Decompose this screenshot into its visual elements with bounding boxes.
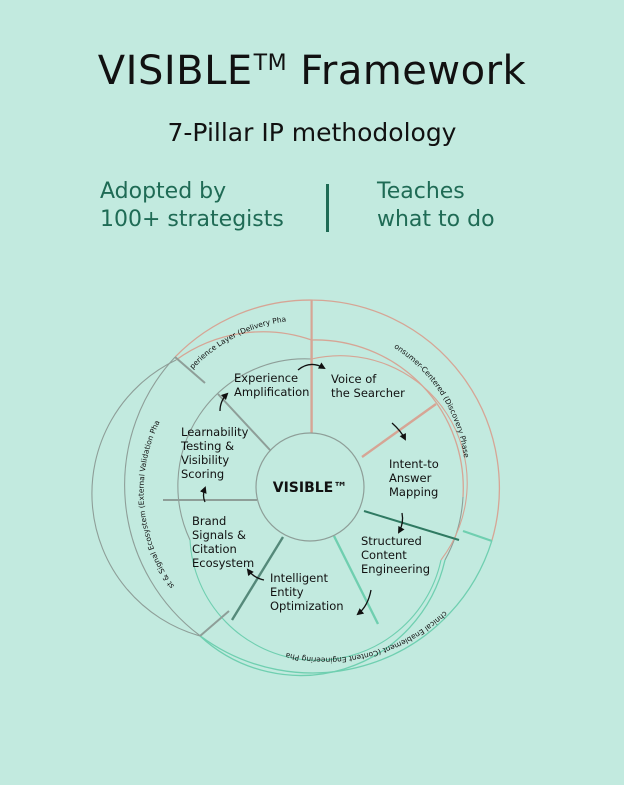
middle-ring-arc-top-left xyxy=(175,331,312,361)
stat-teaches: Teaches what to do xyxy=(377,178,495,234)
inner-ring-arc-upper-right xyxy=(311,355,468,561)
page-subtitle: 7-Pillar IP methodology xyxy=(167,118,457,147)
flow-arrow-6 xyxy=(199,486,207,503)
stat-teaches-line2: what to do xyxy=(377,207,495,232)
pillar-divider-7 xyxy=(217,393,271,451)
stat-adoption-line1: Adopted by xyxy=(100,179,227,204)
flow-arrow-3 xyxy=(398,512,405,534)
phase-divider-right xyxy=(462,529,493,543)
inner-ring-arc-bottom xyxy=(189,539,442,661)
title-suffix: Framework xyxy=(300,48,527,94)
stat-teaches-line1: Teaches xyxy=(377,179,465,204)
inner-ring-arc-left xyxy=(177,358,312,541)
flow-arrow-2 xyxy=(391,422,406,441)
title-text: VISIBLE xyxy=(97,48,253,94)
pillar-structured-content: Structured Content Engineering xyxy=(361,534,430,576)
center-label: VISIBLE™ xyxy=(273,480,348,496)
flow-arrow-4 xyxy=(356,589,372,616)
middle-ring-arc-bottom xyxy=(199,559,446,677)
pillar-experience-amplification: Experience Amplification xyxy=(234,371,309,399)
outer-ring-arc-top-left xyxy=(174,299,314,358)
phase-label-trust-signal: Trust & Signal Ecosystem (External Valid… xyxy=(0,0,176,590)
phase-label-experience-layer: Experience Layer (Delivery Phase) xyxy=(0,0,287,371)
pillar-voice-of-searcher: Voice of the Searcher xyxy=(331,372,405,400)
pillar-intent-to-answer: Intent-to Answer Mapping xyxy=(389,457,442,499)
pillar-brand-signals: Brand Signals & Citation Ecosystem xyxy=(192,514,254,570)
center-circle xyxy=(255,432,365,542)
middle-ring-arc-left xyxy=(91,359,201,637)
stat-adoption-line2: 100+ strategists xyxy=(100,207,284,232)
middle-ring-arc-lower-right xyxy=(444,496,464,561)
pillar-divider-3 xyxy=(363,510,460,541)
trademark-mark: TM xyxy=(253,51,288,76)
stat-adoption: Adopted by 100+ strategists xyxy=(100,178,284,234)
flow-arrow-5 xyxy=(246,568,265,581)
page-title: VISIBLETM Framework xyxy=(0,48,624,94)
phase-divider-top-left xyxy=(174,356,206,384)
flow-arrow-7 xyxy=(219,392,229,412)
pillar-learnability-testing: Learnability Testing & Visibility Scorin… xyxy=(180,425,252,481)
outer-ring-arc-upper-right xyxy=(313,299,501,542)
outer-ring-arc-left xyxy=(124,356,201,637)
stats-divider xyxy=(326,184,329,232)
phase-divider-bottom-left xyxy=(199,610,230,637)
pillar-divider-4 xyxy=(332,535,380,625)
pillar-entity-optimization: Intelligent Entity Optimization xyxy=(270,571,344,613)
outer-ring-arc-bottom xyxy=(200,540,493,674)
flow-arrow-1 xyxy=(297,362,326,371)
